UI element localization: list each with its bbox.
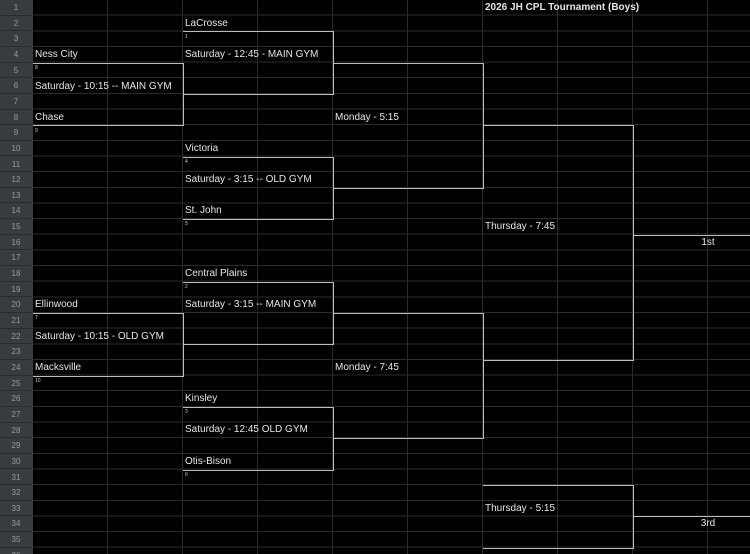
- seed-label: 5: [185, 221, 188, 227]
- row-header[interactable]: 36: [0, 548, 32, 554]
- team-lacrosse[interactable]: LaCrosse: [185, 18, 228, 29]
- game-time[interactable]: Saturday - 3:15 -- OLD GYM: [185, 174, 312, 185]
- bracket-line: [333, 438, 484, 440]
- bracket-line: [33, 63, 184, 65]
- game-time[interactable]: Saturday - 12:45 - MAIN GYM: [185, 49, 319, 60]
- row-header[interactable]: 26: [0, 391, 32, 407]
- team-ness-city[interactable]: Ness City: [35, 49, 78, 60]
- row-header[interactable]: 18: [0, 266, 32, 282]
- bracket-line: [33, 125, 184, 127]
- team-kinsley[interactable]: Kinsley: [185, 393, 218, 404]
- seed-label: 4: [185, 159, 188, 165]
- bracket-line: [183, 219, 334, 221]
- bracket-line: [333, 313, 484, 315]
- row-header[interactable]: 16: [0, 235, 32, 251]
- row-header[interactable]: 29: [0, 438, 32, 454]
- bracket-line: [483, 313, 485, 439]
- seed-label: 7: [35, 315, 38, 321]
- row-header[interactable]: 20: [0, 297, 32, 313]
- row-header[interactable]: 27: [0, 407, 32, 423]
- third-place-label: 3rd: [700, 518, 716, 529]
- team-st-john[interactable]: St. John: [185, 205, 222, 216]
- row-header[interactable]: 17: [0, 250, 32, 267]
- row-header[interactable]: 33: [0, 501, 32, 517]
- semifinal-time[interactable]: Monday - 5:15: [335, 112, 399, 123]
- row-header[interactable]: 24: [0, 360, 32, 376]
- team-central-plains[interactable]: Central Plains: [185, 268, 248, 279]
- seed-label: 10: [35, 378, 41, 384]
- row-header[interactable]: 10: [0, 141, 32, 157]
- row-header[interactable]: 34: [0, 516, 32, 533]
- row-header[interactable]: 13: [0, 188, 32, 204]
- cell-grid[interactable]: [33, 0, 750, 554]
- seed-label: 8: [35, 65, 38, 71]
- sheet-title: 2026 JH CPL Tournament (Boys): [485, 2, 640, 13]
- game-time[interactable]: Saturday - 3:15 -- MAIN GYM: [185, 299, 317, 310]
- bracket-line: [33, 376, 184, 378]
- bracket-line: [483, 548, 634, 550]
- game-time[interactable]: Saturday - 10:15 - OLD GYM: [35, 331, 164, 342]
- seed-label: 9: [35, 128, 38, 134]
- first-place-label: 1st: [701, 237, 715, 248]
- row-header[interactable]: 19: [0, 282, 32, 298]
- team-chase[interactable]: Chase: [35, 112, 64, 123]
- bracket-line: [183, 313, 185, 377]
- team-victoria[interactable]: Victoria: [185, 143, 219, 154]
- row-header[interactable]: 9: [0, 125, 32, 141]
- team-otis-bison[interactable]: Otis-Bison: [185, 456, 232, 467]
- row-header[interactable]: 31: [0, 470, 32, 486]
- bracket-line: [183, 282, 334, 284]
- row-header[interactable]: 25: [0, 376, 32, 392]
- game-time[interactable]: Saturday - 12:45 OLD GYM: [185, 424, 308, 435]
- row-header[interactable]: 8: [0, 110, 32, 126]
- seed-label: 3: [185, 409, 188, 415]
- bracket-line: [633, 125, 635, 361]
- row-header[interactable]: 22: [0, 329, 32, 345]
- row-header[interactable]: 4: [0, 47, 32, 63]
- bracket-line: [333, 188, 484, 190]
- game-time[interactable]: Saturday - 10:15 -- MAIN GYM: [35, 81, 172, 92]
- row-header[interactable]: 30: [0, 454, 32, 470]
- bracket-line: [183, 344, 334, 346]
- row-header[interactable]: 11: [0, 157, 32, 173]
- bracket-line: [633, 516, 750, 518]
- row-header[interactable]: 21: [0, 313, 32, 329]
- bracket-line: [633, 235, 750, 237]
- semifinal-time[interactable]: Monday - 7:45: [335, 362, 399, 373]
- bracket-line: [483, 125, 634, 127]
- bracket-line: [333, 63, 484, 65]
- row-header[interactable]: 35: [0, 532, 32, 548]
- row-header[interactable]: 5: [0, 63, 32, 79]
- championship-time[interactable]: Thursday - 7:45: [485, 221, 556, 232]
- third-place-time[interactable]: Thursday - 5:15: [485, 503, 556, 514]
- bracket-line: [183, 31, 334, 33]
- bracket-line: [33, 313, 184, 315]
- row-header[interactable]: 3: [0, 31, 32, 47]
- bracket-line: [483, 360, 634, 362]
- row-header[interactable]: 28: [0, 423, 32, 439]
- bracket-line: [183, 470, 334, 472]
- row-header[interactable]: 14: [0, 203, 32, 220]
- row-header[interactable]: 12: [0, 172, 32, 188]
- seed-label: 2: [185, 284, 188, 290]
- row-header[interactable]: 15: [0, 219, 32, 235]
- bracket-line: [183, 94, 334, 96]
- row-header[interactable]: 32: [0, 485, 32, 501]
- row-header[interactable]: 7: [0, 94, 32, 110]
- bracket-line: [183, 157, 334, 159]
- row-header[interactable]: 23: [0, 344, 32, 360]
- seed-label: 6: [185, 472, 188, 478]
- row-header[interactable]: 6: [0, 78, 32, 94]
- row-header[interactable]: 1: [0, 0, 32, 16]
- team-ellinwood[interactable]: Ellinwood: [35, 299, 78, 310]
- team-macksville[interactable]: Macksville: [35, 362, 82, 373]
- row-header[interactable]: 2: [0, 16, 32, 32]
- seed-label: 1: [185, 34, 188, 40]
- bracket-line: [183, 407, 334, 409]
- bracket-line: [483, 485, 634, 487]
